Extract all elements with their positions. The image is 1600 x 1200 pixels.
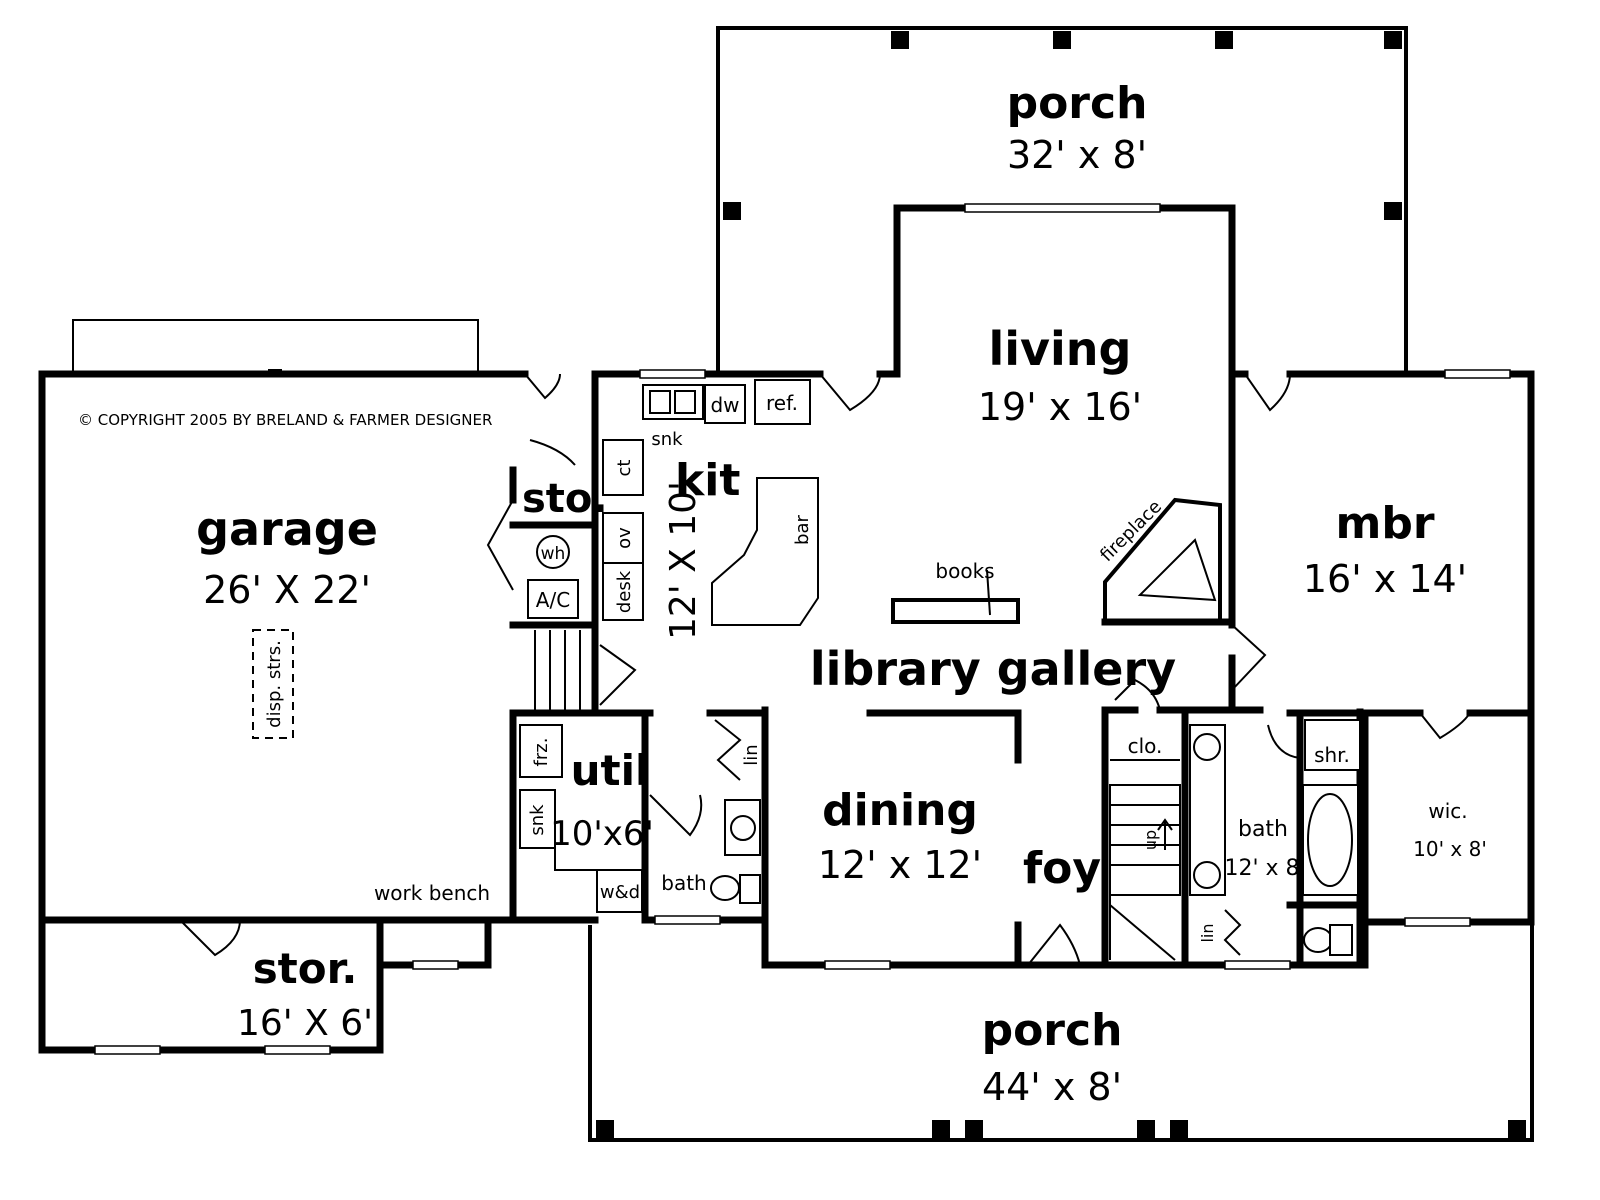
label-ct: ct [614,460,635,477]
label-clo: clo. [1128,734,1163,758]
room-name-util: util [571,746,650,795]
label-snk-util: snk [527,804,548,836]
room-name-living: living [989,322,1132,376]
label-dw: dw [710,393,739,417]
label-snk-kit: snk [651,429,683,450]
room-name-sto: sto. [522,476,608,522]
label-ov: ov [614,527,635,549]
living-fixtures [891,497,1222,624]
copyright-notice: © COPYRIGHT 2005 BY BRELAND & FARMER DES… [78,411,492,429]
room-name-kit: kit [675,455,740,506]
garage-door-header [72,319,479,373]
room-name-dining: dining [822,785,978,836]
room-name-mbr: mbr [1335,498,1434,549]
label-up: up [1141,830,1160,850]
label-books: books [935,559,994,583]
front-porch [588,925,1534,1142]
label-bar: bar [792,514,813,544]
room-name-porch-rear: porch [1007,78,1148,129]
label-desk: desk [614,570,635,613]
room-dims-mbr: 16' x 14' [1303,557,1467,601]
freezer [519,724,563,778]
label-wh: wh [541,544,566,564]
label-shr: shr. [1314,743,1350,767]
room-dims-porch-front: 44' x 8' [982,1065,1122,1109]
room-dims-porch-rear: 32' x 8' [1007,133,1147,177]
refrigerator [754,379,811,425]
staircase [1109,784,1181,896]
label-bath-half: bath [661,871,706,895]
label-lin-1: lin [741,744,762,765]
disposable-stairs [252,629,294,739]
room-name-bath-master: bath [1238,817,1288,842]
room-dims-kit: 12' X 10' [663,481,704,640]
room-dims-garage: 26' X 22' [203,568,371,612]
label-disp-strs: disp. strs. [264,640,285,728]
label-wd: w&d [600,882,640,903]
shower [1304,719,1361,771]
water-heater [536,535,570,569]
washer-dryer [596,869,643,913]
label-frz: frz. [531,738,552,767]
label-lin-2: lin [1198,923,1217,942]
label-ref: ref. [766,391,798,415]
room-name-library-gallery: library gallery [810,642,1176,696]
doors [179,373,1471,966]
interior-walls [509,370,1535,969]
bookshelf [891,598,1020,624]
label-ac: A/C [536,588,570,612]
util-fixtures [519,719,1361,961]
room-dims-stor: 16' X 6' [237,1003,373,1044]
room-dims-wic: 10' x 8' [1413,837,1487,861]
exterior-walls [38,204,1535,1054]
countertop [602,439,644,496]
label-fireplace: fireplace [1096,496,1166,566]
room-name-stor: stor. [253,944,358,993]
room-name-foy: foy [1023,843,1101,894]
windows [94,203,1511,1055]
room-dims-dining: 12' x 12' [818,843,982,887]
desk [602,562,644,621]
room-dims-util: 10'x6' [550,814,654,854]
room-dims-bath-master: 12' x 8' [1224,856,1305,881]
room-dims-living: 19' x 16' [978,385,1142,429]
room-name-porch-front: porch [982,1005,1123,1056]
dishwasher [704,384,746,424]
room-name-wic: wic. [1428,799,1467,823]
fireplace [1103,497,1222,624]
kitchen-bar [711,477,819,626]
rear-porch [716,26,1408,374]
room-name-garage: garage [196,502,378,556]
label-work-bench: work bench [374,881,490,905]
ac-unit [527,579,579,619]
kitchen-fixtures [252,379,819,739]
